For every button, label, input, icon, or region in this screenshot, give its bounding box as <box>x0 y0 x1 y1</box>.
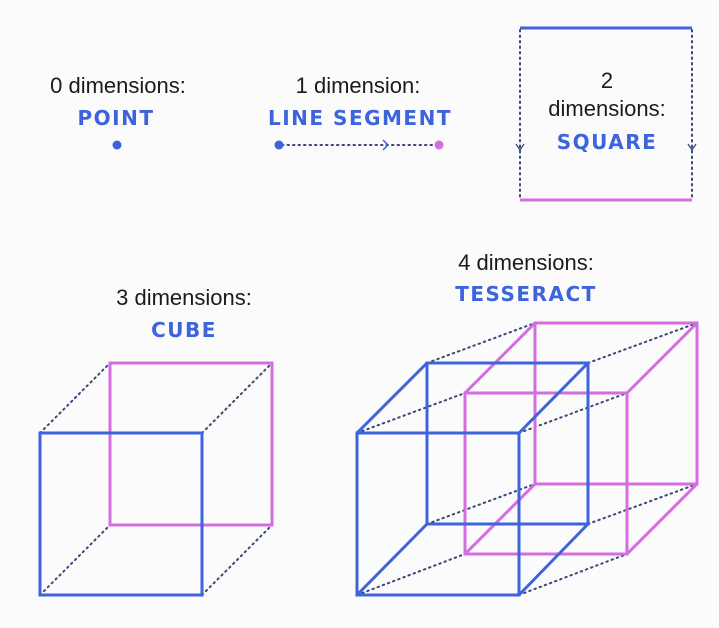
square-label-text: dimensions: <box>548 96 665 121</box>
arrow-right-icon <box>382 139 390 151</box>
square-name: SQUARE <box>557 130 658 154</box>
end-point <box>434 140 444 150</box>
cube-name: CUBE <box>151 318 217 342</box>
tesseract-connectors <box>356 322 698 596</box>
square-label-number: 2 <box>601 68 613 93</box>
tesseract-group: 4 dimensions: TESSERACT <box>355 250 699 597</box>
arrow-down-icon <box>515 143 525 152</box>
point-label: 0 dimensions: <box>50 73 186 98</box>
tesseract-label: 4 dimensions: <box>458 250 594 275</box>
square-group: 2 dimensions: SQUARE <box>515 26 697 202</box>
start-point <box>274 140 284 150</box>
line-segment-name: LINE SEGMENT <box>268 106 452 130</box>
pink-cube <box>463 321 699 556</box>
cube-front-face <box>38 431 204 597</box>
cube-label: 3 dimensions: <box>116 285 252 310</box>
blue-cube <box>355 361 590 597</box>
point-name: POINT <box>78 106 155 130</box>
cube-back-face <box>108 361 274 527</box>
line-segment-label: 1 dimension: <box>296 73 421 98</box>
arrow-down-icon <box>687 143 697 152</box>
tesseract-name: TESSERACT <box>455 282 597 306</box>
cube-group: 3 dimensions: CUBE <box>38 285 274 597</box>
point-group: 0 dimensions: POINT <box>50 73 186 150</box>
line-segment-group: 1 dimension: LINE SEGMENT <box>268 73 452 151</box>
point-dot <box>112 140 122 150</box>
